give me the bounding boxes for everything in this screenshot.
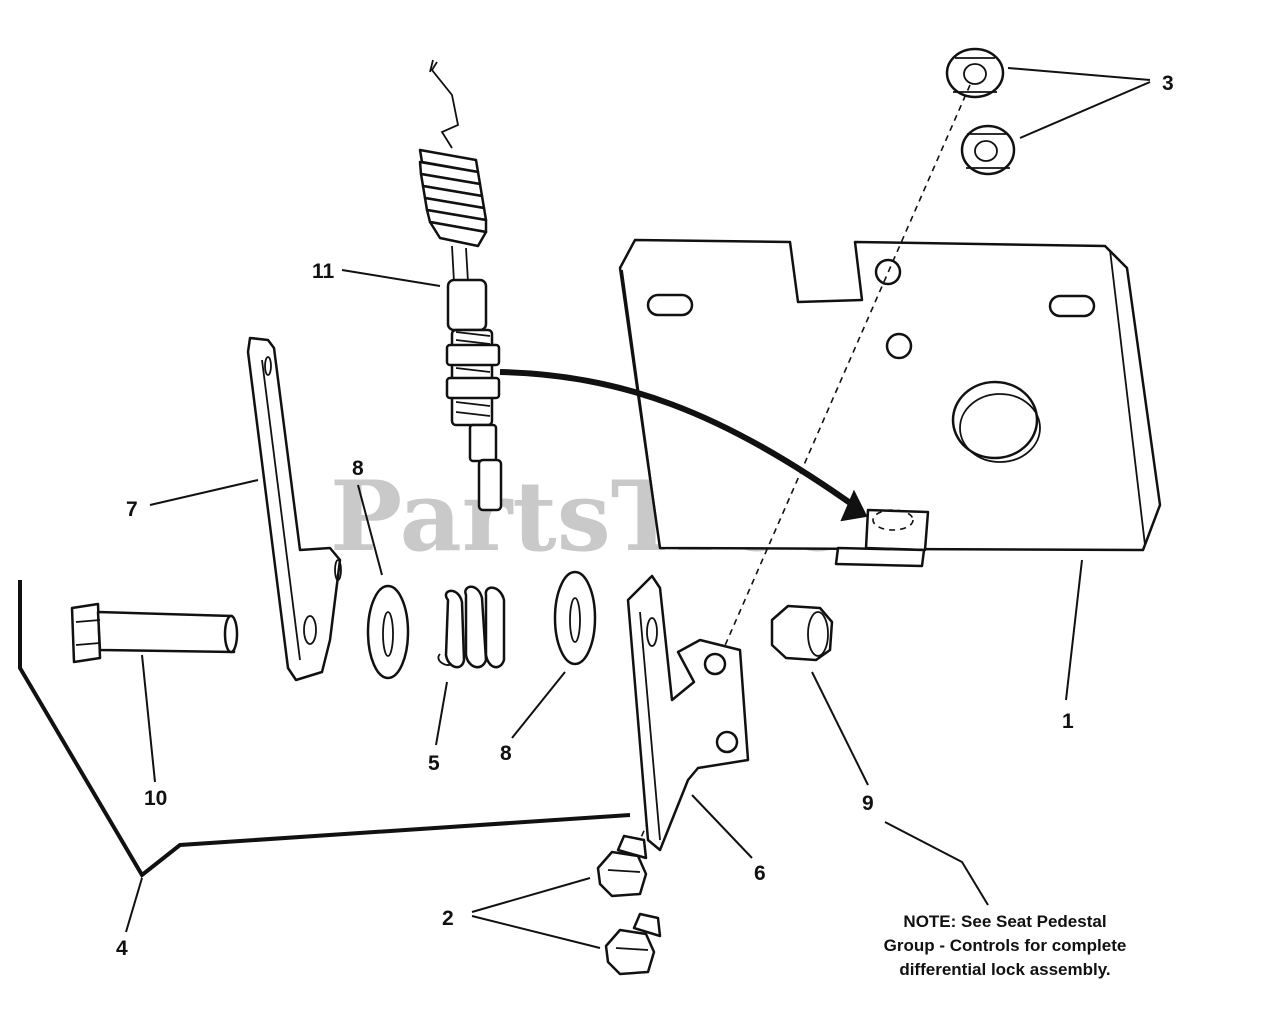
callout-8-lower: 8 <box>500 742 512 765</box>
callout-5: 5 <box>428 752 440 775</box>
routing-arrow <box>499 369 862 513</box>
assembly-bracket-part-4 <box>18 580 631 878</box>
bolt-part-2-lower[interactable] <box>604 912 662 976</box>
callout-4: 4 <box>116 937 128 960</box>
extension-spring <box>418 148 488 248</box>
routing-arrowhead <box>840 489 868 522</box>
callout-10: 10 <box>144 787 167 810</box>
note-line-3: differential lock assembly. <box>899 960 1110 979</box>
cable-part-11[interactable] <box>418 59 503 512</box>
washer-part-8-right[interactable] <box>553 570 597 666</box>
nut-part-3-lower[interactable] <box>960 124 1016 176</box>
note-line-1: NOTE: See Seat Pedestal <box>903 912 1106 931</box>
callout-11: 11 <box>312 260 335 283</box>
callout-3: 3 <box>1162 72 1174 95</box>
spring-part-5[interactable] <box>437 585 506 669</box>
mounting-plate-part-1[interactable] <box>618 238 1162 568</box>
bolt-part-2-upper[interactable] <box>596 834 648 898</box>
pin-part-10[interactable] <box>70 602 239 664</box>
callout-6: 6 <box>754 862 766 885</box>
leader-lines <box>125 67 1151 949</box>
washer-part-8-left[interactable] <box>366 584 410 680</box>
callout-9: 9 <box>862 792 874 815</box>
bracket-part-6[interactable] <box>626 574 750 852</box>
locknut-part-9[interactable] <box>770 604 834 662</box>
assembly-note: NOTE: See Seat Pedestal Group - Controls… <box>884 912 1127 979</box>
lever-part-7[interactable] <box>246 336 342 682</box>
callout-1: 1 <box>1062 710 1074 733</box>
callout-2: 2 <box>442 907 454 930</box>
note-line-2: Group - Controls for complete <box>884 936 1127 955</box>
nut-part-3-upper[interactable] <box>945 47 1005 99</box>
callout-7: 7 <box>126 498 138 521</box>
callout-8-upper: 8 <box>352 457 364 480</box>
